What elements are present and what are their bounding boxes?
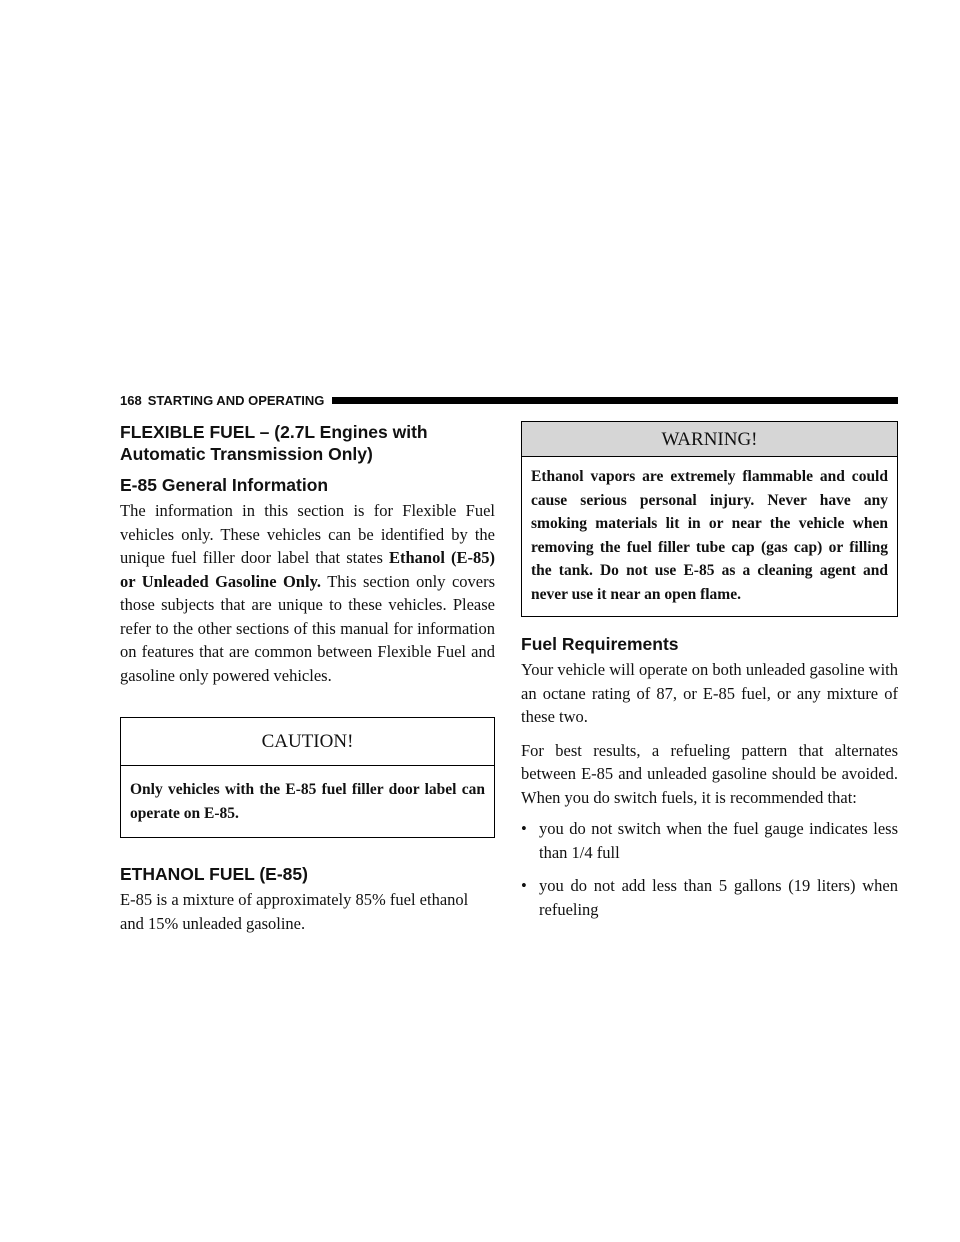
subheading-fuel-requirements: Fuel Requirements — [521, 634, 679, 654]
list-item-text: you do not add less than 5 gallons (19 l… — [539, 876, 898, 919]
general-info-text-2: This section only covers those subjects … — [120, 571, 496, 685]
ethanol-paragraph: E-85 is a mixture of approximately 85% f… — [120, 890, 469, 933]
section-title: STARTING AND OPERATING — [147, 392, 325, 408]
general-info-text-1: The information in this section is for F… — [120, 501, 495, 567]
subheading-ethanol-fuel: ETHANOL FUEL (E-85) — [120, 864, 308, 884]
fuel-requirements-paragraph-2: For best results, a refueling pattern th… — [521, 740, 898, 807]
bullet-icon: • — [521, 876, 527, 895]
fuel-requirements-paragraph-1: Your vehicle will operate on both unlead… — [521, 660, 898, 726]
general-info-paragraph: The information in this section is for F… — [120, 499, 495, 687]
recommendation-list: • you do not switch when the fuel gauge … — [521, 817, 898, 921]
main-heading: FLEXIBLE FUEL – (2.7L Engines with Autom… — [120, 422, 428, 464]
caution-box: CAUTION! Only vehicles with the E-85 fue… — [120, 717, 495, 838]
caution-text: Only vehicles with the E-85 fuel filler … — [130, 781, 485, 822]
page-number: 168 — [120, 392, 142, 408]
warning-title: WARNING! — [522, 422, 897, 457]
bullet-icon: • — [521, 819, 527, 838]
page-header: 168 STARTING AND OPERATING — [120, 392, 898, 408]
caution-title: CAUTION! — [121, 718, 494, 766]
list-item: • you do not switch when the fuel gauge … — [521, 817, 898, 864]
warning-text: Ethanol vapors are extremely flammable a… — [531, 468, 888, 603]
left-column: FLEXIBLE FUEL – (2.7L Engines with Autom… — [120, 421, 495, 935]
general-info-bold-label: Ethanol (E-85) or Unleaded Gasoline Only… — [120, 548, 495, 591]
list-item: • you do not add less than 5 gallons (19… — [521, 874, 898, 921]
list-item-text: you do not switch when the fuel gauge in… — [539, 819, 898, 862]
warning-box: WARNING! Ethanol vapors are extremely fl… — [521, 421, 898, 617]
header-rule — [332, 396, 898, 404]
right-column: WARNING! Ethanol vapors are extremely fl… — [521, 421, 898, 931]
subheading-general-info: E-85 General Information — [120, 475, 329, 495]
